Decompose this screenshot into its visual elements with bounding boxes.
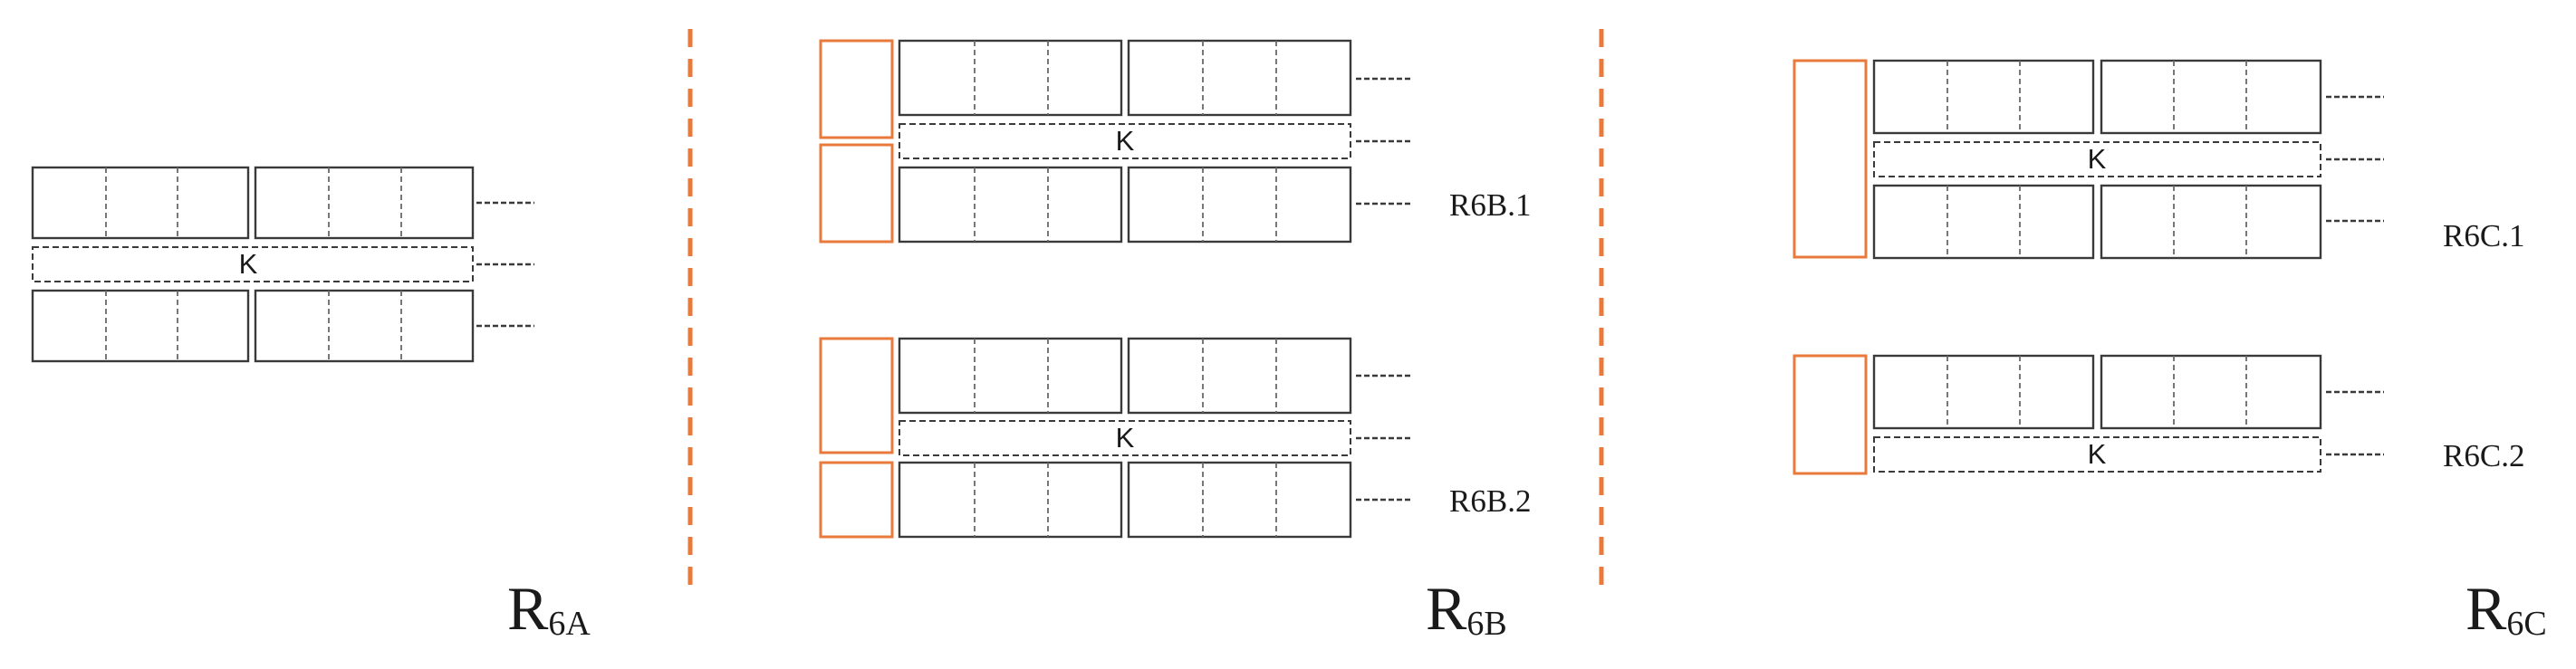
group-r6b-1: K R6B.1: [819, 39, 1531, 244]
k-label: K: [2088, 438, 2107, 470]
panel-title-r6a: R6A: [507, 574, 591, 643]
panel-r6c: K R6C.1 K R6C.2 R6C: [1793, 59, 2547, 643]
panel-r6a: K R6A: [31, 166, 591, 643]
title-main: R: [507, 574, 549, 643]
k-label: K: [1116, 125, 1135, 157]
title-main: R: [2465, 574, 2507, 643]
title-subscript: 6C: [2506, 605, 2546, 643]
label-r6b-1: R6B.1: [1449, 187, 1531, 223]
panel-title-r6c: R6C: [2465, 574, 2547, 643]
continuation-dashes: [476, 201, 534, 328]
orange-box: [819, 337, 894, 454]
row-block-bottom: [31, 289, 475, 363]
group-r6b-2: K R6B.2: [819, 337, 1531, 539]
title-main: R: [1426, 574, 1467, 643]
title-subscript: 6A: [548, 605, 591, 643]
row-block-top: [31, 166, 475, 240]
k-label: K: [2088, 143, 2107, 175]
group-r6c-2: K R6C.2: [1793, 354, 2524, 475]
orange-box: [1793, 354, 1868, 475]
orange-box: [1793, 59, 1868, 259]
orange-box: [819, 39, 894, 139]
panel-r6b: K R6B.1 K: [819, 39, 1531, 643]
label-r6c-2: R6C.2: [2443, 438, 2524, 473]
orange-box: [819, 143, 894, 244]
label-r6b-2: R6B.2: [1449, 483, 1531, 519]
k-bar: K: [32, 246, 474, 282]
k-label: K: [239, 248, 258, 280]
group-r6c-1: K R6C.1: [1793, 59, 2524, 260]
k-label: K: [1116, 422, 1135, 454]
title-subscript: 6B: [1466, 605, 1506, 643]
orange-box: [819, 461, 894, 539]
label-r6c-1: R6C.1: [2443, 218, 2524, 253]
panel-title-r6b: R6B: [1426, 574, 1507, 643]
